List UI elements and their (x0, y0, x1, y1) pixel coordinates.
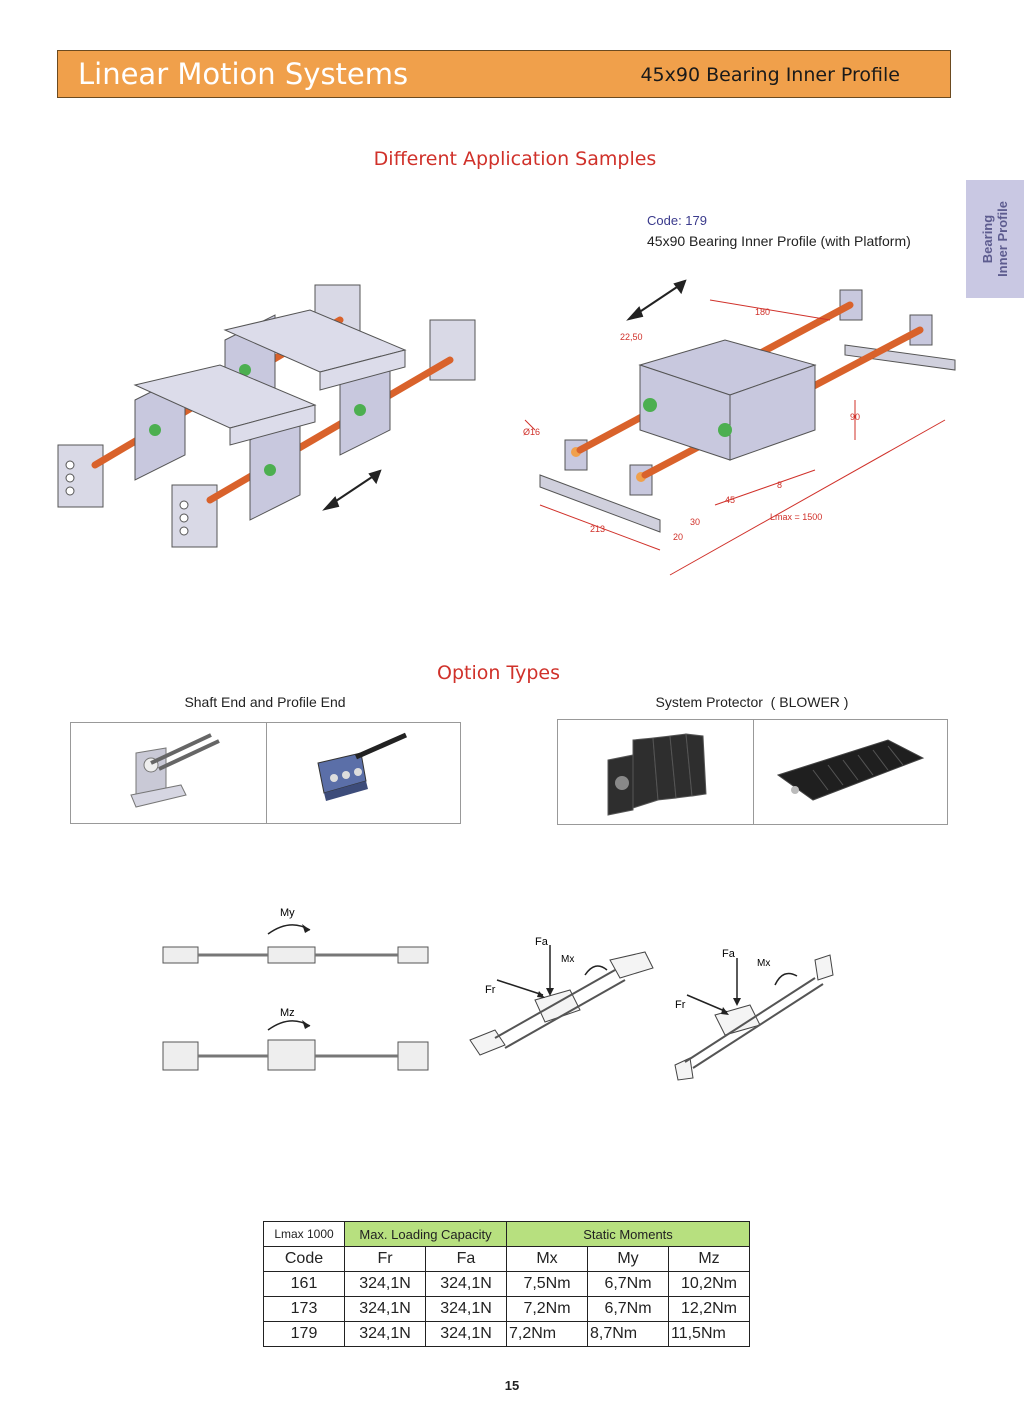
code-label: Code: 179 (647, 213, 707, 228)
table-header-fa: Fa (425, 1246, 507, 1272)
table-row: 161 324,1N 324,1N 7,5Nm 6,7Nm 10,2Nm (263, 1271, 750, 1297)
side-tab[interactable]: Bearing Inner Profile (966, 180, 1024, 298)
table-row: 179 324,1N 324,1N 7,2Nm 8,7Nm 11,5Nm (263, 1321, 750, 1347)
table-cell-fr: 324,1N (344, 1321, 426, 1347)
dimension-lmax: Lmax = 1500 (770, 512, 822, 522)
page-subtitle: 45x90 Bearing Inner Profile (640, 64, 900, 86)
moment-diagram-3d-left: Fa Mx Fr (469, 936, 654, 1056)
table-cell-fa: 324,1N (425, 1321, 507, 1347)
table-cell-my: 8,7Nm (587, 1321, 669, 1347)
dimension-45: 45 (725, 495, 735, 505)
options-title: Option Types (437, 662, 560, 684)
options-left-box (70, 722, 461, 824)
table-cell-mx: 7,2Nm (506, 1321, 588, 1347)
options-right-box (557, 719, 948, 825)
page-header: Linear Motion Systems 45x90 Bearing Inne… (57, 50, 951, 98)
moment-label-mx-right: Mx (757, 958, 770, 969)
table-group-moments: Static Moments (506, 1221, 750, 1247)
table-cell-code: 173 (263, 1296, 345, 1322)
options-right-caption: System Protector ( BLOWER ) (655, 694, 849, 710)
application-sample-right: 180 22,50 90 Ø16 45 8 Lmax = 1500 213 20… (523, 279, 956, 576)
table-group-loading: Max. Loading Capacity (344, 1221, 507, 1247)
table-cell-mx: 7,5Nm (506, 1271, 588, 1297)
bellows-option (558, 720, 754, 824)
applications-title: Different Application Samples (373, 148, 657, 170)
dimension-90: 90 (850, 412, 860, 422)
force-label-fa-left: Fa (535, 936, 549, 948)
table-cell-fr: 324,1N (344, 1296, 426, 1322)
load-capacity-table: Lmax 1000 Max. Loading Capacity Static M… (263, 1221, 750, 1347)
shaft-end-option (71, 723, 267, 823)
moment-label-mx-left: Mx (561, 954, 574, 965)
code-description: 45x90 Bearing Inner Profile (with Platfo… (647, 233, 911, 249)
profile-end-image (317, 732, 408, 801)
dimension-213: 213 (590, 524, 605, 534)
dimension-30: 30 (690, 517, 700, 527)
dimension-shaft-diameter: Ø16 (523, 427, 540, 437)
dimension-8: 8 (777, 480, 782, 490)
table-cell-mz: 12,2Nm (668, 1296, 750, 1322)
force-label-fr-left: Fr (485, 984, 496, 996)
options-left-caption: Shaft End and Profile End (184, 694, 346, 710)
moment-label-mz: Mz (280, 1007, 295, 1019)
moment-diagram-my-mz: My Mz (162, 907, 429, 1071)
table-corner-cell: Lmax 1000 (263, 1221, 345, 1247)
table-cell-my: 6,7Nm (587, 1296, 669, 1322)
table-cell-mz: 10,2Nm (668, 1271, 750, 1297)
dimension-180: 180 (755, 307, 770, 317)
dimension-22-50: 22,50 (620, 332, 643, 342)
shaft-support-image (130, 733, 220, 808)
table-group-header-row: Lmax 1000 Max. Loading Capacity Static M… (263, 1221, 750, 1247)
table-header-mx: Mx (506, 1246, 588, 1272)
blower-image (776, 739, 925, 801)
moment-label-my: My (280, 907, 295, 919)
bellows-image (607, 733, 707, 816)
dimension-20: 20 (673, 532, 683, 542)
table-row: 173 324,1N 324,1N 7,2Nm 6,7Nm 12,2Nm (263, 1296, 750, 1322)
table-cell-fa: 324,1N (425, 1271, 507, 1297)
blower-option (753, 720, 948, 824)
table-header-row: Code Fr Fa Mx My Mz (263, 1246, 750, 1272)
table-header-code: Code (263, 1246, 345, 1272)
moment-diagram-3d-right: Fa Mx Fr (674, 948, 834, 1081)
table-cell-fr: 324,1N (344, 1271, 426, 1297)
table-cell-code: 179 (263, 1321, 345, 1347)
table-header-fr: Fr (344, 1246, 426, 1272)
table-header-my: My (587, 1246, 669, 1272)
page-title: Linear Motion Systems (78, 57, 409, 91)
table-cell-my: 6,7Nm (587, 1271, 669, 1297)
table-cell-mx: 7,2Nm (506, 1296, 588, 1322)
force-label-fr-right: Fr (675, 999, 686, 1011)
force-label-fa-right: Fa (722, 948, 736, 960)
table-cell-code: 161 (263, 1271, 345, 1297)
application-sample-left (57, 284, 476, 548)
table-header-mz: Mz (668, 1246, 750, 1272)
page-number: 15 (504, 1378, 520, 1393)
profile-end-option (266, 723, 461, 823)
side-tab-label: Bearing Inner Profile (980, 201, 1010, 277)
table-cell-fa: 324,1N (425, 1296, 507, 1322)
table-cell-mz: 11,5Nm (668, 1321, 750, 1347)
